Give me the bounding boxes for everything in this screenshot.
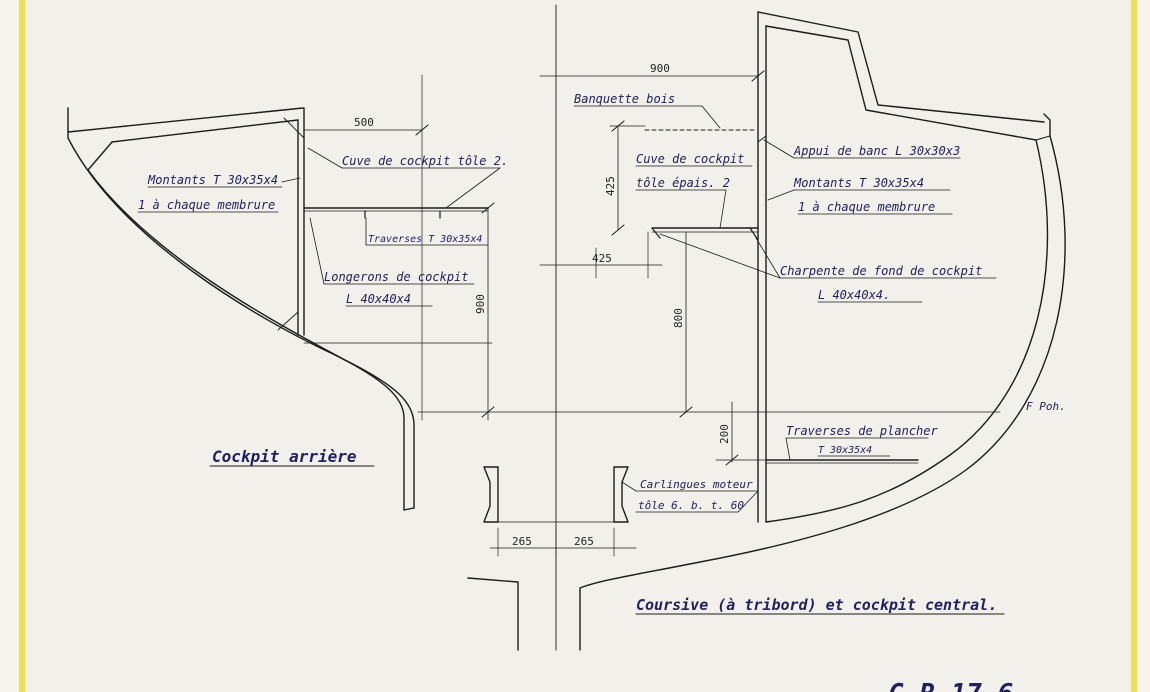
deckhouse-inner <box>765 25 1037 141</box>
label-cuve-2: tôle épais. 2 <box>636 176 730 190</box>
label-chaque-1: 1 à chaque membrure <box>138 198 275 212</box>
leader-montants-2 <box>767 189 795 201</box>
margin-right <box>1136 0 1150 692</box>
label-chaque-2: 1 à chaque membrure <box>798 200 935 214</box>
leader-carlingues-b <box>737 490 759 513</box>
label-cuve-1: Cuve de cockpit <box>636 152 744 166</box>
tick-425-top <box>611 120 625 132</box>
label-traverses-plancher: Traverses de plancher <box>786 424 938 438</box>
tick-800-bot <box>679 406 693 418</box>
label-montants-2: Montants T 30x35x4 <box>793 176 924 190</box>
label-charpente-size: L 40x40x4. <box>818 288 890 302</box>
bracket-top <box>283 117 305 139</box>
label-stamp: F Poh. <box>1026 400 1066 413</box>
leader-charpente <box>659 233 781 279</box>
dim-265-left: 265 <box>512 535 532 548</box>
hull-right-outer <box>579 135 1066 651</box>
bracket-bottom <box>277 311 299 331</box>
keel-stub <box>467 577 519 651</box>
leader-appui <box>763 139 795 159</box>
leader-cuve-right <box>719 189 727 229</box>
title-cockpit-arriere: Cockpit arrière <box>212 447 357 466</box>
tick-500 <box>415 124 429 136</box>
leader-montants-1 <box>281 177 301 183</box>
tick-900v-top <box>481 202 495 214</box>
label-traverses-plancher-size: T 30x35x4 <box>818 445 872 456</box>
dim-425-vertical: 425 <box>604 176 617 196</box>
dim-800: 800 <box>672 308 685 328</box>
leader-cuve-2mm-b <box>445 167 501 209</box>
label-longerons-size: L 40x40x4 <box>346 292 411 306</box>
tick-200-bot <box>725 454 739 466</box>
leader-longerons <box>309 217 325 285</box>
tick-900v-bot <box>481 406 495 418</box>
label-appui: Appui de banc L 30x30x3 <box>793 144 960 158</box>
leader-cuve-2mm <box>307 147 343 169</box>
label-carlingues-2: tôle 6. b. t. 60 <box>638 499 744 512</box>
label-banquette: Banquette bois <box>574 92 675 106</box>
keel-left-bottom <box>403 507 415 511</box>
dim-900-vertical: 900 <box>474 294 487 314</box>
dim-900-top: 900 <box>650 62 670 75</box>
dim-500: 500 <box>354 116 374 129</box>
deck-left-return <box>87 141 113 171</box>
engine-bearer-left <box>483 466 499 523</box>
angle-right <box>749 227 759 241</box>
leader-charpente-b <box>755 237 781 279</box>
label-traverses-1: Traverses T 30x35x4 <box>368 234 482 245</box>
leader-banquette <box>701 105 721 129</box>
bench-angle <box>757 135 767 143</box>
deckhouse-outer <box>757 11 1045 123</box>
label-charpente: Charpente de fond de cockpit <box>780 264 982 278</box>
angle-left <box>651 227 661 239</box>
leader-traverses-pl <box>785 437 791 461</box>
tick-425-bot <box>611 224 625 236</box>
margin-left <box>0 0 18 692</box>
hull-right-inner <box>765 139 1049 523</box>
label-montants-1: Montants T 30x35x4 <box>147 173 278 187</box>
tick-900 <box>751 70 765 82</box>
sheer-join <box>1035 135 1051 141</box>
reference-number: C R 17 6 <box>888 679 1013 692</box>
label-carlingues-1: Carlingues moteur <box>640 478 753 491</box>
label-cuve-2mm: Cuve de cockpit tôle 2. <box>342 154 508 168</box>
deck-left-outer <box>67 107 304 133</box>
dim-425-horizontal: 425 <box>592 252 612 265</box>
label-longerons: Longerons de cockpit <box>324 270 469 284</box>
hull-left-outer <box>67 107 405 511</box>
deck-left-inner <box>111 119 299 143</box>
sheer-right <box>1043 113 1051 137</box>
dim-200: 200 <box>718 424 731 444</box>
leader-carlingues <box>621 481 637 492</box>
title-coursive: Coursive (à tribord) et cockpit central. <box>636 596 997 614</box>
dim-265-right: 265 <box>574 535 594 548</box>
